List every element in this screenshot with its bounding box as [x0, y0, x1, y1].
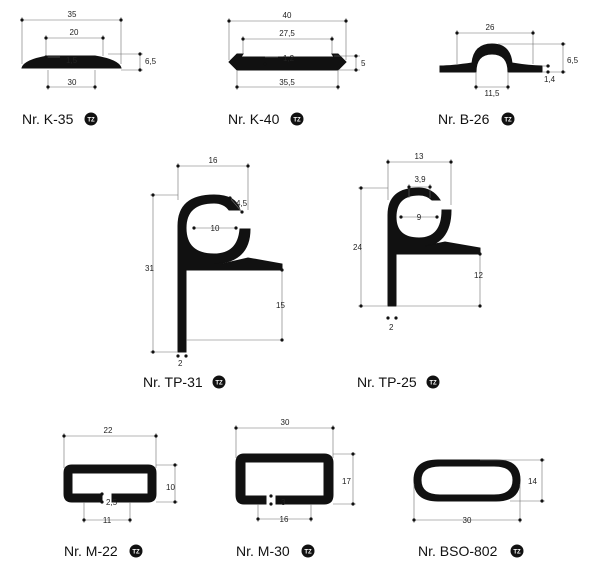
m30-title: Nr. M-30 [236, 543, 290, 559]
k35-dim-3: 6,5 [145, 57, 157, 66]
k40-title: Nr. K-40 [228, 111, 280, 127]
profile-tp31: 16 4,5 10 31 15 2 Nr. TP-31 TZ [143, 156, 285, 390]
tp25-dim-1: 3,9 [414, 175, 426, 184]
tp25-dim-3: 24 [353, 243, 362, 252]
tz-badge-icon [501, 112, 515, 126]
bso802-badge: TZ [513, 550, 521, 556]
tp31-dim-5: 2 [178, 359, 183, 368]
profile-m30: 30 17 3 16 Nr. M-30 TZ [234, 418, 356, 559]
profile-tp25: 13 3,9 9 24 12 2 Nr. TP-25 TZ [353, 152, 483, 390]
tz-badge-icon [212, 375, 226, 389]
tp31-shape [177, 194, 251, 353]
b26-dim-3: 11,5 [485, 89, 501, 98]
k40-dim-3: 5 [361, 59, 366, 68]
tz-badge-icon [426, 375, 440, 389]
tp31-dim-0: 16 [209, 156, 218, 165]
tz-badge-icon [129, 544, 143, 558]
m22-shape [63, 464, 157, 503]
tp31-flap [185, 257, 283, 271]
tp31-dim-2: 10 [211, 224, 220, 233]
k40-dim-4: 35,5 [279, 78, 295, 87]
m30-dim-1: 17 [342, 477, 351, 486]
tp25-title: Nr. TP-25 [357, 374, 417, 390]
profile-m22: 22 10 2,5 11 Nr. M-22 TZ [62, 426, 178, 559]
profile-b26: 26 6,5 1,4 11,5 Nr. B-26 TZ [438, 23, 579, 127]
k35-dim-0: 35 [68, 10, 77, 19]
m22-title: Nr. M-22 [64, 543, 118, 559]
m22-dim-0: 22 [104, 426, 113, 435]
tp25-dim-0: 13 [415, 152, 424, 161]
tp31-dim-4: 15 [276, 301, 285, 310]
tp31-title: Nr. TP-31 [143, 374, 203, 390]
tz-badge-icon [510, 544, 524, 558]
tp31-badge: TZ [215, 381, 223, 387]
bso802-dim-0: 14 [528, 477, 537, 486]
b26-dim-2: 1,4 [544, 75, 556, 84]
tz-badge-icon [84, 112, 98, 126]
bso802-dim-1: 30 [463, 516, 472, 525]
profile-k40: 40 27,5 1,2 5 35,5 Nr. K-40 TZ [227, 11, 366, 127]
b26-dim-1: 6,5 [567, 56, 579, 65]
m22-dim-2: 2,5 [106, 498, 118, 507]
b26-dim-0: 26 [486, 23, 495, 32]
tp25-dim-5: 2 [389, 323, 394, 332]
b26-shape [439, 43, 543, 73]
k40-dim-1: 27,5 [279, 29, 295, 38]
b26-title: Nr. B-26 [438, 111, 490, 127]
tz-badge-icon [301, 544, 315, 558]
bso802-shape [413, 459, 521, 502]
m22-dim-1: 10 [166, 483, 175, 492]
k35-title: Nr. K-35 [22, 111, 74, 127]
k35-dim-2: 1,5 [66, 56, 78, 65]
m30-dim-0: 30 [281, 418, 290, 427]
tp25-dim-4: 12 [474, 271, 483, 280]
b26-badge: TZ [504, 118, 512, 124]
k35-dim-4: 30 [68, 78, 77, 87]
k40-dim-2: 1,2 [283, 54, 295, 63]
k40-badge: TZ [293, 118, 301, 124]
k35-shape [21, 55, 122, 69]
k35-dim-1: 20 [70, 28, 79, 37]
k40-dim-0: 40 [283, 11, 292, 20]
m30-shape [235, 453, 334, 505]
tp25-flap [395, 241, 481, 255]
k35-badge: TZ [87, 118, 95, 124]
m30-dim-3: 16 [280, 515, 289, 524]
tp31-dim-3: 31 [145, 264, 154, 273]
tp25-dim-2: 9 [417, 213, 422, 222]
m30-badge: TZ [304, 550, 312, 556]
profile-k35: 35 20 1,5 6,5 30 Nr. K-35 TZ [20, 10, 157, 127]
bso802-title: Nr. BSO-802 [418, 543, 498, 559]
m22-badge: TZ [132, 550, 140, 556]
m22-dim-3: 11 [103, 516, 112, 525]
profile-bso802: 14 30 Nr. BSO-802 TZ [412, 458, 545, 559]
tp25-badge: TZ [429, 381, 437, 387]
tz-badge-icon [290, 112, 304, 126]
m30-dim-2: 3 [281, 498, 286, 507]
tp31-dim-1: 4,5 [236, 199, 248, 208]
